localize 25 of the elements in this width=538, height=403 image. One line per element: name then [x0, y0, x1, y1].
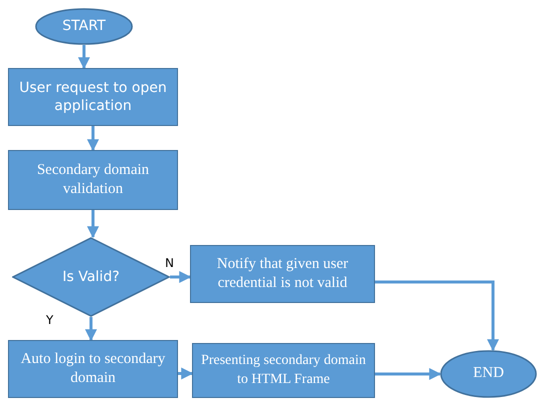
edge-label: Y [46, 313, 54, 327]
node-text: END [472, 364, 505, 384]
arrow [87, 126, 99, 152]
node-text: User request to open application [18, 78, 168, 116]
terminal-ellipse [35, 8, 133, 45]
node-text: Notify that given user credential is not valid [216, 254, 350, 293]
node-text: Secondary domain validation [36, 160, 150, 199]
process-box [8, 340, 178, 398]
process-box [8, 68, 178, 126]
node-text: START [61, 17, 107, 36]
arrow [178, 368, 194, 380]
arrow [375, 280, 499, 352]
arrow [78, 45, 90, 70]
arrow [87, 210, 99, 238]
process-box [8, 150, 178, 210]
terminal-ellipse [440, 350, 537, 398]
node-text: Auto login to secondary domain [20, 350, 166, 388]
node-text: Presenting secondary domain to HTML Frame [200, 352, 367, 388]
process-box [190, 245, 375, 303]
edge-label: N [165, 256, 174, 270]
node-text: Is Valid? [61, 268, 121, 286]
arrow [375, 368, 442, 380]
arrow [85, 317, 97, 342]
process-box [192, 343, 375, 398]
arrow [170, 271, 192, 283]
